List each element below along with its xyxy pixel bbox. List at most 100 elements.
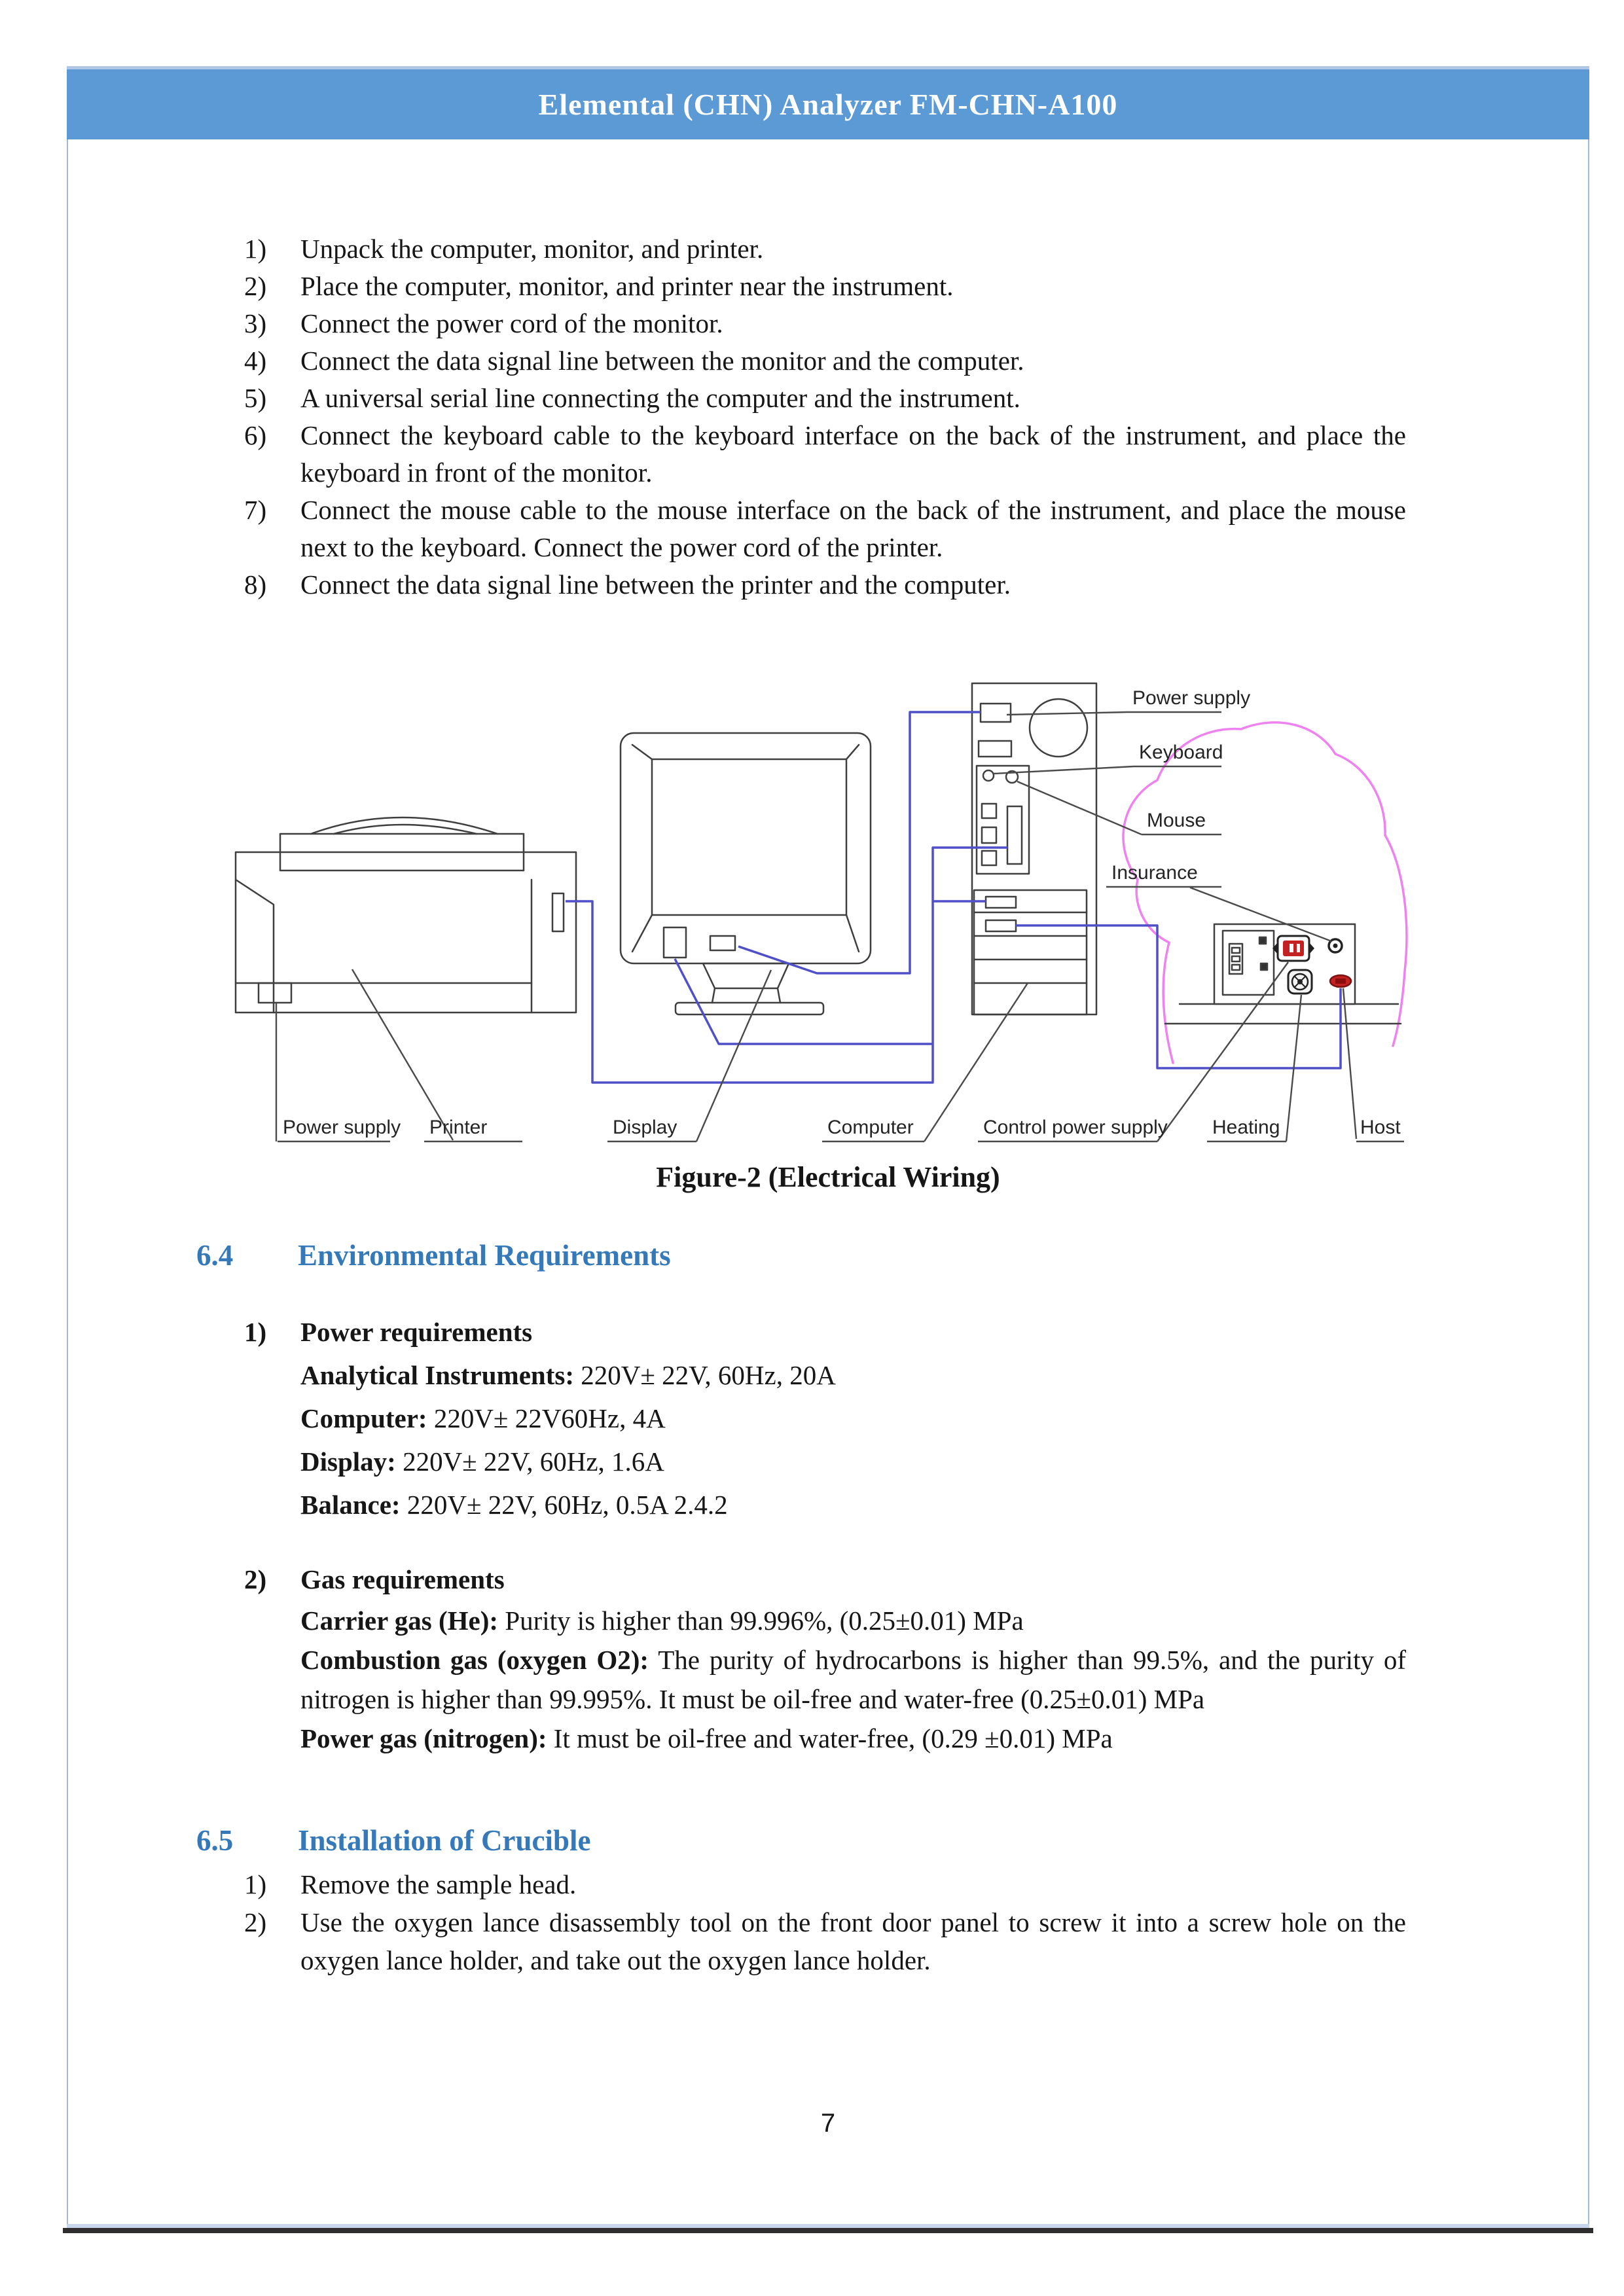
item-number: 4) <box>244 346 267 376</box>
item-number: 2) <box>244 1907 267 1937</box>
gas-requirements-block: 2) Gas requirements Carrier gas (He): Pu… <box>244 1559 1406 1758</box>
item-text: Unpack the computer, monitor, and printe… <box>300 234 764 264</box>
item-text: Connect the power cord of the monitor. <box>300 308 723 338</box>
computer-tower-drawing <box>971 682 1098 1016</box>
wire-monitor-signal <box>674 958 933 1045</box>
item-number: 5) <box>244 383 267 413</box>
monitor-drawing <box>619 732 872 1016</box>
list-item: 6) Connect the keyboard cable to the keyb… <box>244 417 1406 492</box>
spec-label: Balance: <box>300 1490 401 1520</box>
spec-label: Display: <box>300 1446 396 1477</box>
list-item: 4) Connect the data signal line between t… <box>244 342 1406 380</box>
power-inlet-connector <box>1272 935 1314 962</box>
item-number: 1) <box>244 1317 267 1347</box>
item-text: A universal serial line connecting the c… <box>300 383 1020 413</box>
spec-value: 220V± 22V, 60Hz, 20A <box>573 1360 836 1390</box>
spec-value: The purity of hydrocarbons is higher tha… <box>300 1645 1406 1714</box>
electrical-wiring-figure: Power supply Keyboard Mouse Insurance Po… <box>223 675 1408 1168</box>
footer-rule-light <box>67 2224 1589 2228</box>
section-heading-64: 6.4 Environmental Requirements <box>196 1238 671 1272</box>
item-number: 2) <box>244 1564 267 1594</box>
item-title: Power requirements <box>300 1317 533 1347</box>
item-text: Use the oxygen lance disassembly tool on… <box>300 1907 1406 1975</box>
spec-label: Carrier gas (He): <box>300 1605 499 1636</box>
spec-label: Combustion gas (oxygen O2): <box>300 1645 649 1675</box>
spec-row: Combustion gas (oxygen O2): The purity o… <box>244 1640 1406 1719</box>
list-item: 7) Connect the mouse cable to the mouse i… <box>244 492 1406 566</box>
section-title: Installation of Crucible <box>298 1824 591 1857</box>
item-number: 1) <box>244 234 267 264</box>
item-number: 6) <box>244 420 267 450</box>
spec-row: Carrier gas (He): Purity is higher than … <box>244 1601 1406 1640</box>
figure-label-display: Display <box>613 1117 677 1138</box>
figure-label-keyboard: Keyboard <box>1139 742 1223 763</box>
spec-value: 220V± 22V, 60Hz, 1.6A <box>395 1446 664 1477</box>
list-item: 3) Connect the power cord of the monitor. <box>244 305 1406 342</box>
item-number: 8) <box>244 569 267 600</box>
wiring-cables <box>566 711 1342 1084</box>
item-text: Place the computer, monitor, and printer… <box>300 271 954 301</box>
spec-row: Balance: 220V± 22V, 60Hz, 0.5A 2.4.2 <box>244 1483 1406 1526</box>
figure-label-host: Host <box>1360 1117 1401 1138</box>
spec-row: Analytical Instruments: 220V± 22V, 60Hz,… <box>244 1354 1406 1397</box>
footer-rule-dark <box>63 2228 1593 2233</box>
spec-value: 220V± 22V, 60Hz, 0.5A 2.4.2 <box>400 1490 728 1520</box>
item-text: Connect the data signal line between the… <box>300 569 1011 600</box>
figure-label-power-supply-bottom: Power supply <box>283 1117 401 1138</box>
spec-label: Power gas (nitrogen): <box>300 1723 547 1753</box>
spec-value: It must be oil-free and water-free, (0.2… <box>547 1723 1113 1753</box>
host-switch <box>1329 974 1352 988</box>
spec-value: Purity is higher than 99.996%, (0.25±0.0… <box>498 1605 1024 1636</box>
list-item: 2) Use the oxygen lance disassembly tool … <box>244 1903 1406 1979</box>
item-number: 1) <box>244 1869 267 1899</box>
figure-label-printer: Printer <box>429 1117 487 1138</box>
list-item: 8) Connect the data signal line between t… <box>244 566 1406 603</box>
figure-label-control-power-supply: Control power supply <box>983 1117 1168 1138</box>
power-requirements-block: 1) Power requirements Analytical Instrum… <box>244 1310 1406 1526</box>
item-number: 2) <box>244 271 267 301</box>
setup-steps-list: 1) Unpack the computer, monitor, and prin… <box>244 230 1406 603</box>
spec-row: Computer: 220V± 22V60Hz, 4A <box>244 1397 1406 1440</box>
item-number: 3) <box>244 308 267 338</box>
list-item: 5) A universal serial line connecting the… <box>244 380 1406 417</box>
figure-caption: Figure-2 (Electrical Wiring) <box>656 1161 1000 1193</box>
list-item: 2) Gas requirements <box>244 1559 1406 1600</box>
item-number: 7) <box>244 495 267 525</box>
spec-row: Power gas (nitrogen): It must be oil-fre… <box>244 1719 1406 1758</box>
figure-label-power-supply-top: Power supply <box>1132 687 1250 709</box>
wire-power-monitor <box>738 711 981 975</box>
item-text: Connect the mouse cable to the mouse int… <box>300 495 1406 562</box>
section-title: Environmental Requirements <box>298 1239 671 1272</box>
list-item: 1) Power requirements <box>244 1310 1406 1354</box>
spec-label: Computer: <box>300 1403 427 1433</box>
page-number: 7 <box>820 2109 836 2138</box>
heating-connector <box>1287 969 1313 995</box>
page-header: Elemental (CHN) Analyzer FM-CHN-A100 <box>67 66 1589 139</box>
leader-lines <box>275 711 1404 1143</box>
section-number: 6.5 <box>196 1824 234 1857</box>
item-title: Gas requirements <box>300 1564 505 1594</box>
page-border-left <box>67 66 68 2229</box>
fuse-connector <box>1327 938 1343 954</box>
spec-label: Analytical Instruments: <box>300 1360 574 1390</box>
wire-keyboard <box>931 846 1007 901</box>
spec-row: Display: 220V± 22V, 60Hz, 1.6A <box>244 1440 1406 1483</box>
page-border-right <box>1588 66 1589 2229</box>
list-item: 1) Unpack the computer, monitor, and prin… <box>244 230 1406 268</box>
figure-label-insurance: Insurance <box>1111 862 1198 884</box>
printer-drawing <box>234 816 577 1014</box>
item-text: Remove the sample head. <box>300 1869 577 1899</box>
section-heading-65: 6.5 Installation of Crucible <box>196 1823 591 1857</box>
wire-printer-computer <box>566 900 986 1084</box>
instrument-shelf <box>1164 1003 1402 1025</box>
section-number: 6.4 <box>196 1239 234 1272</box>
figure-label-computer: Computer <box>827 1117 914 1138</box>
document-title: Elemental (CHN) Analyzer FM-CHN-A100 <box>538 88 1118 121</box>
list-item: 1) Remove the sample head. <box>244 1865 1406 1903</box>
item-text: Connect the keyboard cable to the keyboa… <box>300 420 1406 488</box>
instrument-outline <box>1122 721 1408 1064</box>
wire-computer-instrument <box>1016 924 1342 1069</box>
item-text: Connect the data signal line between the… <box>300 346 1024 376</box>
spec-value: 220V± 22V60Hz, 4A <box>427 1403 666 1433</box>
